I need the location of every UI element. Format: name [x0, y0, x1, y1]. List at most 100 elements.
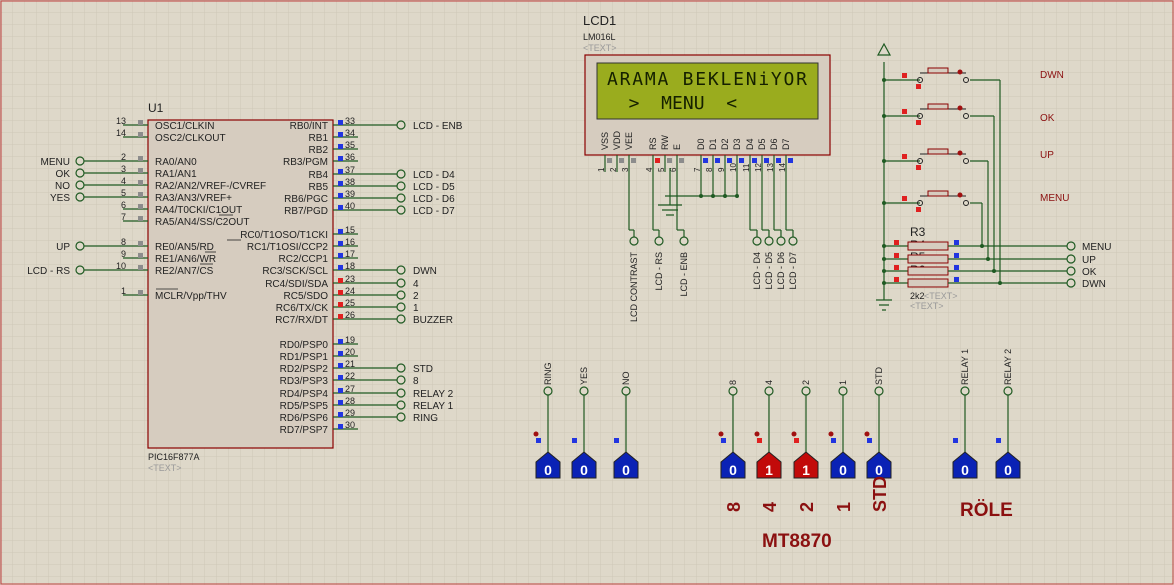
lcd-terminal-2[interactable]: LCD - RS — [652, 172, 664, 291]
net-terminal[interactable] — [838, 386, 848, 396]
lcd1-display[interactable]: LCD1 LM016L <TEXT> ARAMA BEKLENiYOR > ME… — [583, 13, 831, 322]
net-terminal[interactable] — [396, 363, 406, 373]
net-terminal[interactable] — [764, 236, 774, 246]
net-terminal[interactable] — [1066, 278, 1076, 288]
net-terminal[interactable] — [1066, 254, 1076, 264]
net-terminal[interactable] — [396, 193, 406, 203]
net-terminal[interactable] — [1066, 266, 1076, 276]
button-ok[interactable]: OK — [882, 103, 1055, 125]
lcd-pin-6[interactable]: E6 — [669, 144, 684, 172]
net-terminal[interactable] — [396, 205, 406, 215]
net-terminal[interactable] — [621, 386, 631, 396]
probe-1[interactable]: 10 — [828, 380, 856, 479]
net-terminal[interactable] — [75, 241, 85, 251]
net-terminal[interactable] — [75, 192, 85, 202]
net-terminal[interactable] — [960, 386, 970, 396]
net-terminal[interactable] — [1066, 241, 1076, 251]
net-terminal[interactable] — [764, 386, 774, 396]
net-terminal[interactable] — [75, 156, 85, 166]
lcd-pin-7[interactable]: D07 — [693, 138, 708, 172]
lcd-terminal-6[interactable]: LCD - D6 — [773, 172, 786, 290]
net-terminal[interactable] — [776, 236, 786, 246]
net-terminal[interactable] — [788, 236, 798, 246]
net-terminal[interactable] — [874, 386, 884, 396]
net-terminal[interactable] — [396, 181, 406, 191]
net-terminal[interactable] — [396, 290, 406, 300]
button-up[interactable]: UP — [882, 148, 1054, 170]
button-dwn[interactable]: DWN — [882, 67, 1064, 89]
net-terminal[interactable] — [629, 236, 639, 246]
lcd-terminal-5[interactable]: LCD - D5 — [761, 172, 774, 290]
lcd-pin-9[interactable]: D29 — [717, 138, 732, 172]
net-terminal[interactable] — [396, 265, 406, 275]
net-terminal[interactable] — [654, 236, 664, 246]
resistor-5[interactable] — [882, 265, 1076, 276]
net-terminal[interactable] — [396, 278, 406, 288]
net-terminal[interactable] — [396, 412, 406, 422]
lcd-terminal-4[interactable]: LCD - D4 — [749, 172, 762, 290]
net-terminal[interactable] — [679, 236, 689, 246]
net-terminal[interactable] — [75, 265, 85, 275]
probe-no[interactable]: NO0 — [613, 372, 639, 479]
net-terminal[interactable] — [396, 375, 406, 385]
net-terminal[interactable] — [579, 386, 589, 396]
resistor-4[interactable] — [882, 253, 1076, 264]
lcd-pin-5[interactable]: RW5 — [657, 135, 672, 172]
probe-4[interactable]: 41 — [754, 380, 782, 479]
lcd-terminal-1[interactable]: LCD CONTRAST — [628, 172, 639, 322]
probe-8[interactable]: 80 — [718, 380, 746, 479]
net-terminal[interactable] — [396, 169, 406, 179]
net-terminal[interactable] — [75, 180, 85, 190]
lcd-terminal-7[interactable]: LCD - D7 — [785, 172, 798, 290]
net-terminal[interactable] — [396, 302, 406, 312]
lcd-terminal-3[interactable]: LCD - ENB — [676, 172, 689, 297]
net-terminal[interactable] — [396, 120, 406, 130]
lcd-pin-8[interactable]: D18 — [705, 138, 720, 172]
resistor-6[interactable] — [882, 277, 1076, 288]
probe-2[interactable]: 21 — [791, 380, 819, 479]
net-terminal[interactable] — [543, 386, 553, 396]
